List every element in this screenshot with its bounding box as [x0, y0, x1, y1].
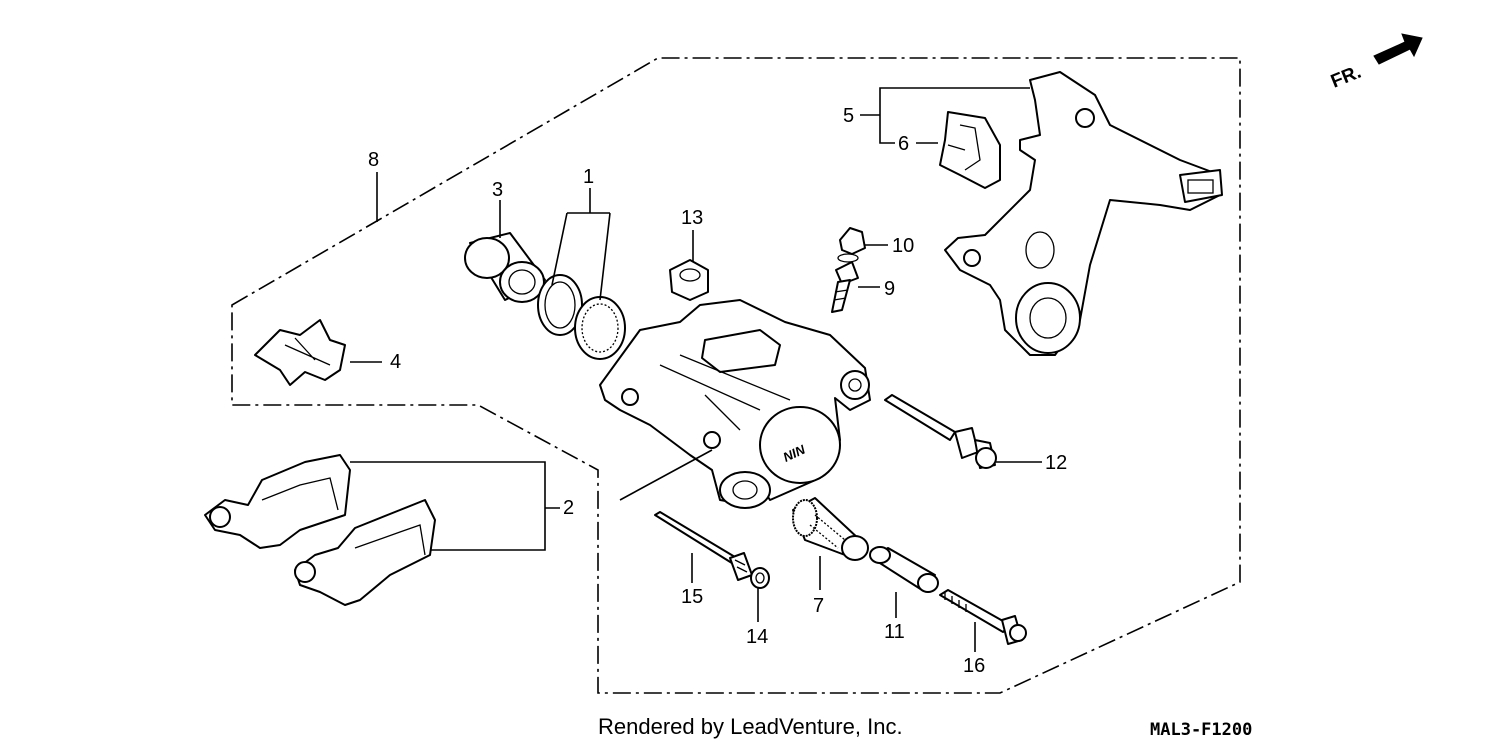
caliper-body: NIN	[599, 299, 871, 509]
callout-10: 10	[892, 235, 914, 257]
pin-sleeve	[869, 546, 939, 593]
callout-16: 16	[963, 655, 985, 677]
leader-lines	[350, 87, 1042, 652]
bleeder-screw	[831, 261, 859, 313]
callout-11: 11	[884, 621, 905, 643]
mounting-bolt	[939, 589, 1027, 645]
caliper-pin	[654, 511, 753, 581]
pad-spring	[254, 319, 346, 386]
caliper-pin-bolt	[884, 394, 997, 469]
callout-5: 5	[843, 105, 854, 127]
callout-6: 6	[898, 133, 909, 155]
pad-retainer-clip	[939, 111, 1001, 189]
bleeder-cap	[669, 259, 709, 301]
callout-12: 12	[1045, 452, 1067, 474]
callout-labels: 1 2 3 4 5 6 7 8 9 10 11 12 13 14 15 16	[368, 105, 1067, 677]
callout-8: 8	[368, 149, 379, 171]
callout-4: 4	[390, 351, 401, 373]
callout-9: 9	[884, 278, 895, 300]
assembly-boundary	[231, 57, 1241, 694]
front-direction-arrow-icon	[1373, 33, 1423, 65]
diagram-code: MAL3-F1200	[1150, 720, 1253, 740]
callout-13: 13	[681, 207, 703, 229]
pin-boot-small	[750, 567, 770, 589]
bleeder-valve-cap	[837, 227, 866, 263]
footer-credit: Rendered by LeadVenture, Inc.	[598, 714, 903, 739]
caliper-bracket	[944, 71, 1223, 356]
pin-boot	[792, 497, 869, 561]
piston-seal-set	[537, 274, 626, 360]
callout-7: 7	[813, 595, 824, 617]
brake-pad-upper	[204, 454, 351, 549]
brake-pad-lower	[294, 499, 436, 606]
callout-2: 2	[563, 497, 574, 519]
callout-1: 1	[583, 166, 594, 188]
callout-3: 3	[492, 179, 503, 201]
front-direction-label: FR.	[1328, 62, 1364, 93]
piston	[464, 232, 546, 303]
callout-15: 15	[681, 586, 703, 608]
callout-14: 14	[746, 626, 768, 648]
